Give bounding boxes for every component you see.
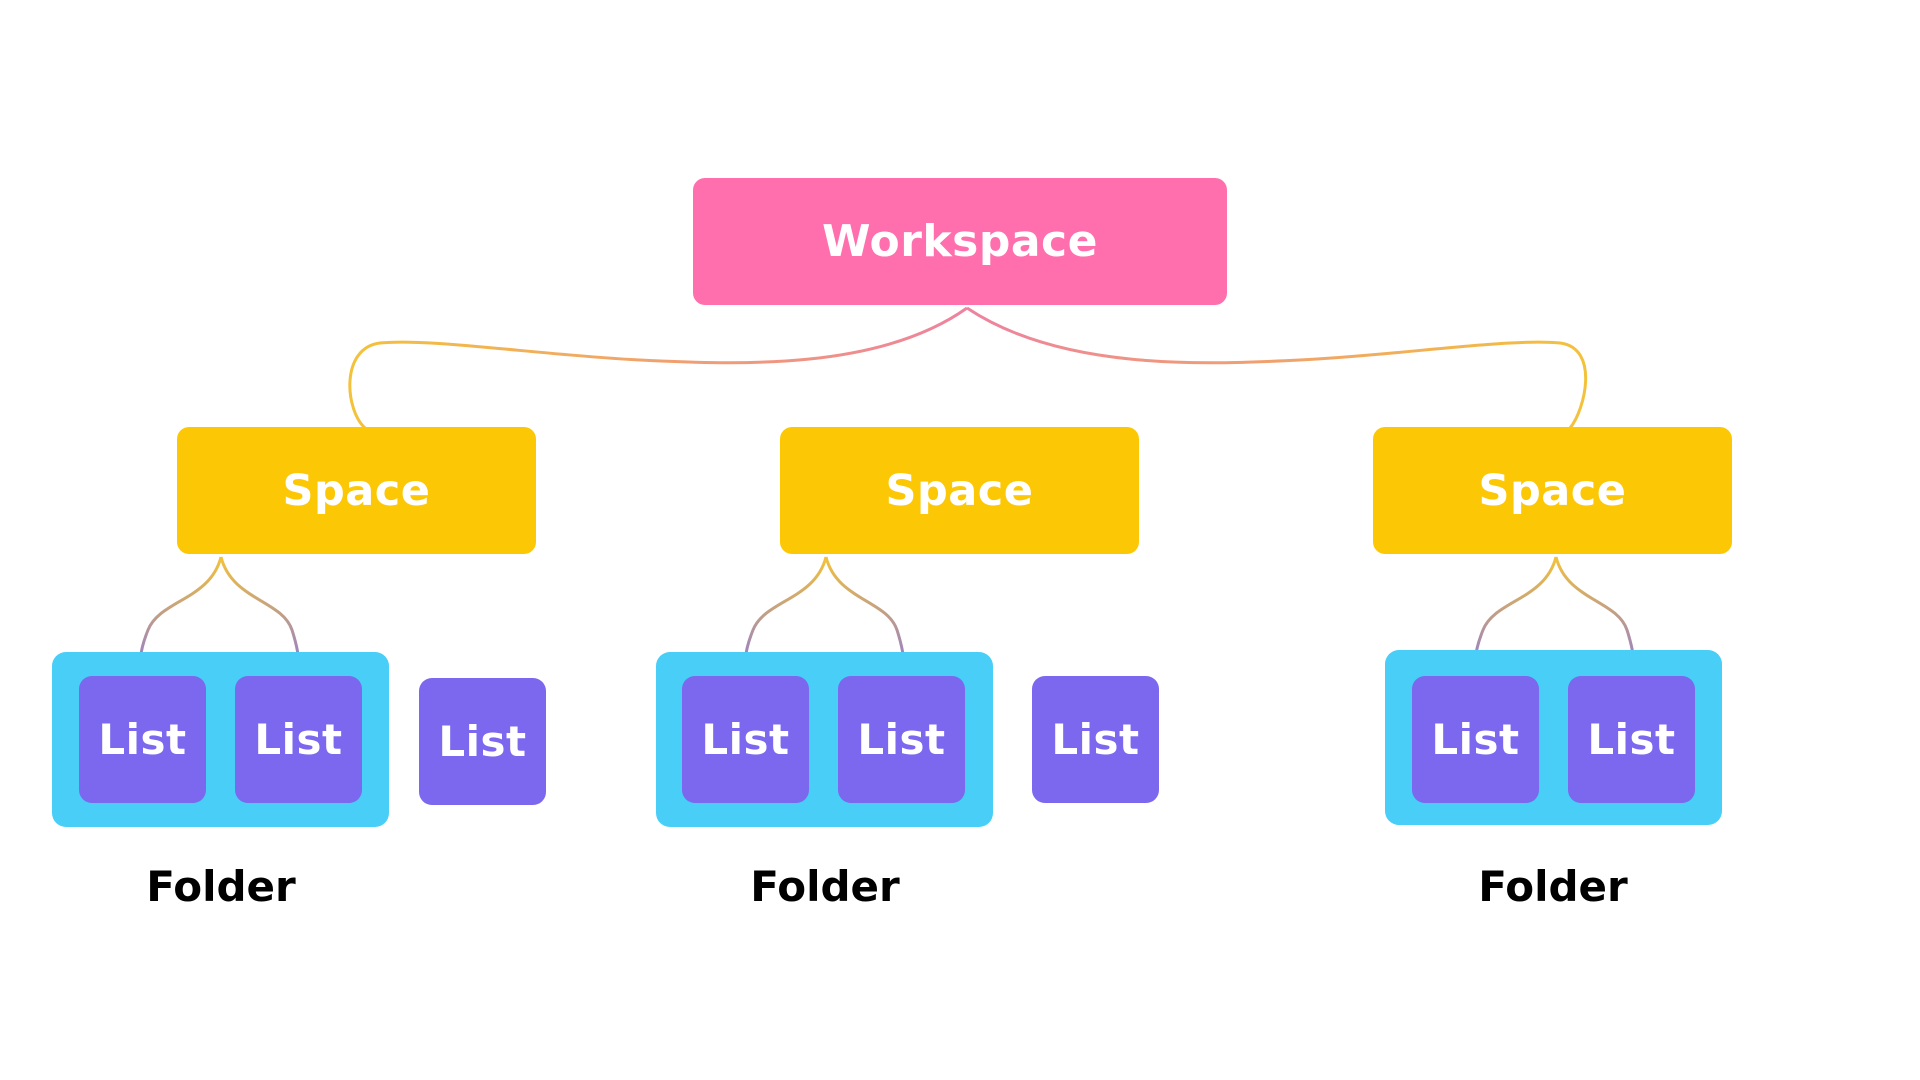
list-label: List bbox=[438, 717, 527, 766]
list-node: List bbox=[1412, 676, 1539, 803]
workspace-label: Workspace bbox=[822, 216, 1098, 267]
connector-workspace-space-1 bbox=[348, 306, 968, 430]
space-node-3: Space bbox=[1373, 427, 1732, 554]
space-label: Space bbox=[885, 465, 1034, 516]
standalone-list-node: List bbox=[1032, 676, 1159, 803]
list-node: List bbox=[1568, 676, 1695, 803]
standalone-list-node: List bbox=[419, 678, 546, 805]
folder-label: Folder bbox=[146, 862, 296, 911]
list-node: List bbox=[79, 676, 206, 803]
space-node-2: Space bbox=[780, 427, 1139, 554]
list-label: List bbox=[98, 715, 187, 764]
list-node: List bbox=[235, 676, 362, 803]
space-label: Space bbox=[1478, 465, 1627, 516]
folder-label: Folder bbox=[750, 862, 900, 911]
space-label: Space bbox=[282, 465, 431, 516]
connector-workspace-space-3 bbox=[966, 306, 1588, 429]
list-label: List bbox=[254, 715, 343, 764]
list-node: List bbox=[838, 676, 965, 803]
list-label: List bbox=[1587, 715, 1676, 764]
list-label: List bbox=[701, 715, 790, 764]
space-node-1: Space bbox=[177, 427, 536, 554]
list-node: List bbox=[682, 676, 809, 803]
list-label: List bbox=[857, 715, 946, 764]
list-label: List bbox=[1051, 715, 1140, 764]
list-label: List bbox=[1431, 715, 1520, 764]
folder-label: Folder bbox=[1478, 862, 1628, 911]
workspace-node: Workspace bbox=[693, 178, 1227, 305]
